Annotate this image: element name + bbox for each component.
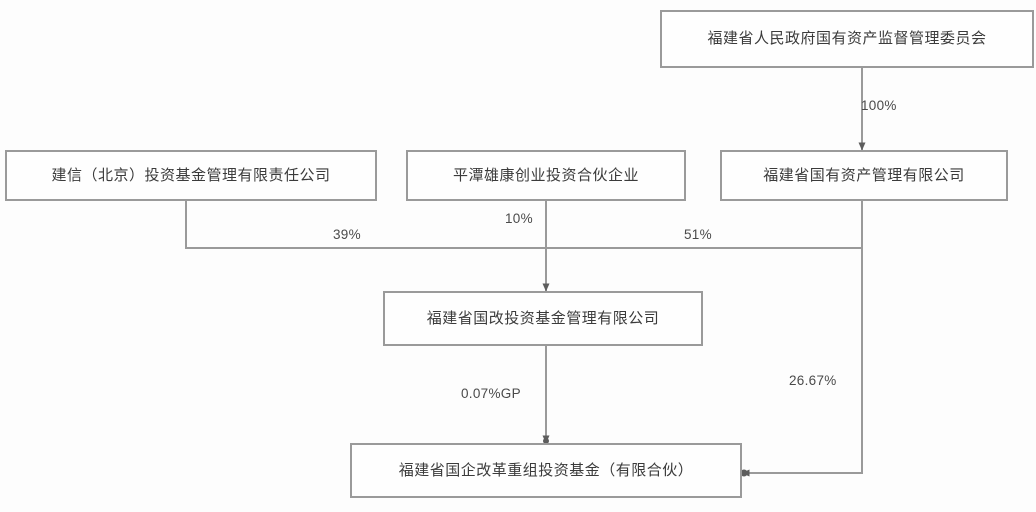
edge-label-jianxin-to-guogai: 39% [333, 227, 361, 242]
edge-label-guoyou-to-guogai: 51% [684, 227, 712, 242]
node-pingtan[interactable]: 平潭雄康创业投资合伙企业 [406, 150, 686, 201]
node-fund-label: 福建省国企改革重组投资基金（有限合伙） [398, 461, 694, 479]
node-guogai[interactable]: 福建省国改投资基金管理有限公司 [383, 291, 703, 346]
node-guogai-label: 福建省国改投资基金管理有限公司 [426, 309, 660, 327]
node-jianxin-label: 建信（北京）投资基金管理有限责任公司 [51, 166, 331, 184]
wire-guoyou-to-fund [741, 248, 863, 477]
node-pingtan-label: 平潭雄康创业投资合伙企业 [452, 166, 639, 184]
node-fund[interactable]: 福建省国企改革重组投资基金（有限合伙） [350, 443, 742, 498]
edge-label-sasac-to-guoyou: 100% [861, 98, 897, 113]
edge-label-guoyou-to-fund: 26.67% [789, 373, 837, 388]
node-sasac[interactable]: 福建省人民政府国有资产监督管理委员会 [660, 10, 1034, 68]
wire-jianxin-to-guogai [185, 201, 546, 249]
node-guoyou-label: 福建省国有资产管理有限公司 [763, 166, 965, 184]
node-jianxin[interactable]: 建信（北京）投资基金管理有限责任公司 [5, 150, 377, 201]
node-guoyou[interactable]: 福建省国有资产管理有限公司 [720, 150, 1008, 201]
edge-label-guogai-to-fund: 0.07%GP [461, 386, 521, 401]
node-sasac-label: 福建省人民政府国有资产监督管理委员会 [707, 30, 987, 47]
edge-label-pingtan-to-guogai: 10% [505, 211, 533, 226]
